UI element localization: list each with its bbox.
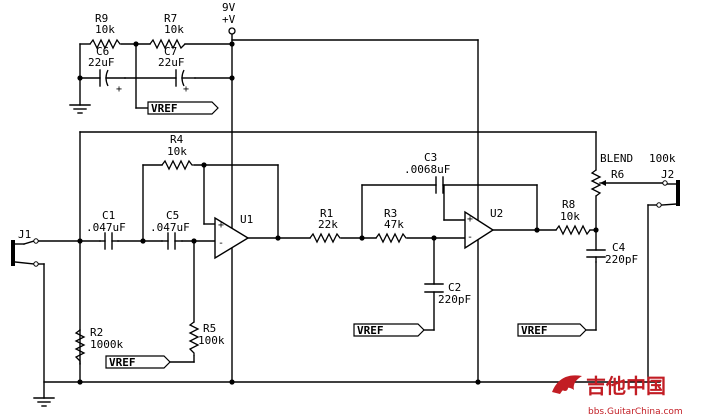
svg-text:R9: R9 (95, 12, 108, 25)
vref-tag-c4: VREF (517, 323, 587, 337)
capacitor-C2: C2 220pF (424, 281, 471, 306)
svg-text:R5: R5 (203, 322, 216, 335)
svg-text:100k: 100k (198, 334, 225, 347)
capacitor-C1: C1 .047uF (86, 209, 126, 250)
svg-text:R1: R1 (320, 207, 333, 220)
vref-tag-r5: VREF (105, 355, 171, 369)
watermark-url: bbs.GuitarChina.com (588, 407, 683, 417)
svg-text:R4: R4 (170, 133, 184, 146)
svg-text:VREF: VREF (151, 102, 178, 115)
capacitor-C5: C5 .047uF (150, 209, 190, 250)
svg-text:+: + (183, 84, 189, 95)
svg-text:.047uF: .047uF (86, 221, 126, 234)
svg-text:VREF: VREF (109, 356, 136, 369)
opamp-U2: + - U2 (464, 207, 503, 250)
svg-text:22uF: 22uF (88, 56, 115, 69)
supply-voltage: 9V (222, 1, 236, 14)
vref-tag-top: VREF (147, 101, 219, 115)
jack-J1: J1 (11, 228, 39, 267)
svg-text:220pF: 220pF (605, 253, 638, 266)
capacitor-C4: C4 220pF (586, 241, 638, 266)
svg-text:VREF: VREF (521, 324, 548, 337)
svg-text:C7: C7 (164, 45, 177, 58)
vref-tag-c2: VREF (353, 323, 425, 337)
svg-text:-: - (218, 238, 224, 249)
svg-text:10k: 10k (164, 23, 184, 36)
svg-text:R2: R2 (90, 326, 103, 339)
supply-rail: +V (222, 13, 236, 26)
svg-text:C1: C1 (102, 209, 115, 222)
junctions (77, 41, 599, 385)
wires (33, 33, 666, 407)
capacitor-C3: C3 .0068uF (404, 151, 450, 194)
svg-text:C5: C5 (166, 209, 179, 222)
svg-text:BLEND: BLEND (600, 152, 633, 165)
resistor-R5: R5 100k (188, 321, 225, 356)
resistor-R4: R4 10k (161, 133, 195, 171)
svg-text:U2: U2 (490, 207, 503, 220)
resistor-R2: R2 1000k (74, 326, 123, 364)
svg-text:R7: R7 (164, 12, 177, 25)
svg-text:22uF: 22uF (158, 56, 185, 69)
potentiometer-R6: BLEND 100k R6 (590, 152, 676, 197)
resistor-R3: R3 47k (375, 207, 408, 244)
resistor-R7: R7 10k (149, 12, 186, 50)
svg-text:C2: C2 (448, 281, 461, 294)
resistor-R1: R1 22k (309, 207, 342, 244)
svg-text:1000k: 1000k (90, 338, 123, 351)
watermark-logo: 吉他中国 bbs.GuitarChina.com (552, 374, 683, 417)
svg-text:47k: 47k (384, 218, 404, 231)
resistor-R8: R8 10k (555, 198, 591, 236)
svg-text:U1: U1 (240, 213, 253, 226)
svg-text:VREF: VREF (357, 324, 384, 337)
svg-text:220pF: 220pF (438, 293, 471, 306)
svg-text:+: + (467, 214, 473, 225)
svg-text:10k: 10k (167, 145, 187, 158)
svg-text:J1: J1 (18, 228, 31, 241)
svg-text:C3: C3 (424, 151, 437, 164)
svg-text:-: - (467, 232, 473, 243)
svg-text:.047uF: .047uF (150, 221, 190, 234)
supply-terminal: 9V +V (222, 1, 236, 35)
svg-text:+: + (116, 84, 122, 95)
svg-text:100k: 100k (649, 152, 676, 165)
capacitor-C6: C6 22uF + (88, 45, 126, 95)
resistor-R9: R9 10k (89, 12, 122, 50)
svg-text:R8: R8 (562, 198, 575, 211)
svg-text:J2: J2 (661, 168, 674, 181)
svg-text:22k: 22k (318, 218, 338, 231)
jack-J2: J2 (656, 168, 680, 208)
svg-text:.0068uF: .0068uF (404, 163, 450, 176)
svg-text:+: + (218, 220, 224, 231)
svg-text:10k: 10k (560, 210, 580, 223)
svg-text:10k: 10k (95, 23, 115, 36)
svg-text:R3: R3 (384, 207, 397, 220)
watermark-brand: 吉他中国 (586, 374, 666, 398)
svg-text:C6: C6 (96, 45, 109, 58)
svg-text:R6: R6 (611, 168, 624, 181)
capacitor-C7: C7 22uF + (158, 45, 196, 95)
opamp-U1: + - U1 (214, 213, 253, 260)
svg-text:C4: C4 (612, 241, 626, 254)
